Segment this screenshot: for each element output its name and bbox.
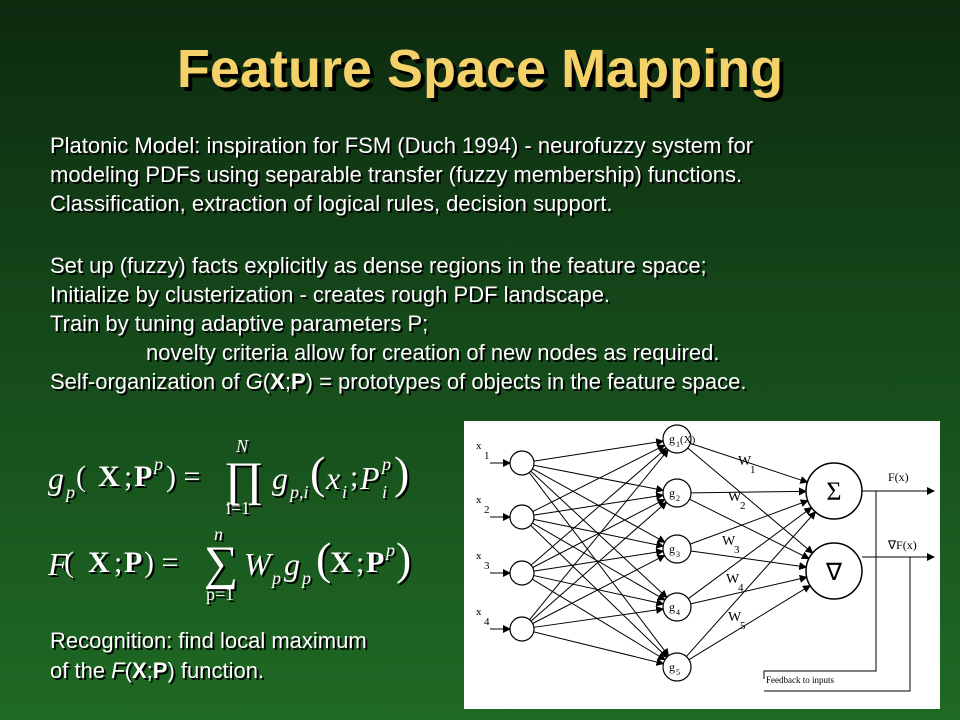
weight-label-5: W <box>728 610 742 625</box>
method-line-2: Initialize by clusterization - creates r… <box>50 282 611 307</box>
input-index-4: 4 <box>484 616 490 628</box>
input-index-1: 1 <box>484 450 490 462</box>
edge-input-2-hidden-5 <box>530 524 668 658</box>
output-label-2: ∇F(x) <box>887 538 917 552</box>
gradient-node <box>805 542 863 600</box>
hidden-index-1: 1 <box>676 440 680 449</box>
weight-index-3: 3 <box>734 544 740 556</box>
edge-input-4-hidden-1 <box>529 449 669 621</box>
recognition-line-2: of the F(X;P) function. <box>50 658 265 683</box>
edge-input-4-hidden-5 <box>533 631 665 666</box>
self-organization-line: Self-organization of G(X;P) = prototypes… <box>50 369 747 394</box>
feedback-line-1 <box>763 491 877 679</box>
feedback-label: Feedback to inputs <box>766 675 834 685</box>
edge-hidden-5-output-1 <box>685 511 817 657</box>
edge-input-4-hidden-3 <box>532 554 666 624</box>
edge-hidden-3-output-2 <box>690 550 808 571</box>
edge-input-1-hidden-5 <box>528 472 670 657</box>
hidden-index-4: 4 <box>676 608 680 617</box>
edge-hidden-2-output-1 <box>690 487 808 496</box>
hidden-node-2 <box>662 478 692 508</box>
sum-node-symbol: Σ <box>826 477 841 506</box>
input-node-3 <box>509 560 535 586</box>
edge-input-3-hidden-1 <box>530 447 668 566</box>
edge-input-1-hidden-1 <box>533 438 665 462</box>
input-index-2: 2 <box>484 504 490 516</box>
hidden-index-5: 5 <box>676 668 680 677</box>
hidden-index-2: 2 <box>676 494 680 503</box>
sum-symbol: ∑ <box>204 537 239 590</box>
weight-index-2: 2 <box>740 500 746 512</box>
hidden-node-5 <box>662 652 692 682</box>
intro-line-2: modeling PDFs using separable transfer (… <box>50 162 743 187</box>
method-paragraph: Set up (fuzzy) facts explicitly as dense… <box>50 251 930 396</box>
edge-hidden-1-output-2 <box>687 447 814 554</box>
input-label-3: x <box>476 550 482 562</box>
formula-gp: g p ( X ; P p ) = N ∏ i=1 g p,i ( x i ; … <box>48 436 410 518</box>
weight-label-3: W <box>722 534 736 549</box>
hidden-extra-1: (X) <box>680 434 696 446</box>
edge-hidden-3-output-1 <box>689 499 809 545</box>
input-index-3: 3 <box>484 560 490 572</box>
edge-input-2-hidden-3 <box>533 518 665 549</box>
edge-input-3-hidden-2 <box>532 498 666 568</box>
edge-input-2-hidden-1 <box>532 444 666 513</box>
weight-label-4: W <box>726 572 740 587</box>
formula-F: F ( X ; P ) = n ∑ p=1 W p g p ( X ; P p … <box>48 524 412 604</box>
hidden-node-4 <box>662 592 692 622</box>
edge-input-1-hidden-2 <box>533 464 665 493</box>
hidden-node-3 <box>662 534 692 564</box>
hidden-index-3: 3 <box>676 550 680 559</box>
method-line-4: novelty criteria allow for creation of n… <box>146 340 720 365</box>
weight-index-4: 4 <box>738 582 744 594</box>
input-node-4 <box>509 616 535 642</box>
edge-input-4-hidden-4 <box>533 605 665 628</box>
intro-line-3: Classification, extraction of logical ru… <box>50 191 613 216</box>
weight-index-1: 1 <box>750 464 756 476</box>
feedback-line-2 <box>764 557 911 692</box>
hidden-node-1 <box>662 424 692 454</box>
edge-hidden-4-output-2 <box>690 574 808 605</box>
intro-paragraph: Platonic Model: inspiration for FSM (Duc… <box>50 131 930 218</box>
gradient-node-symbol: ∇ <box>825 560 843 586</box>
edge-hidden-1-output-1 <box>690 442 809 484</box>
recognition-text: Recognition: find local maximum of the F… <box>50 626 470 686</box>
output-label-1: F(x) <box>888 470 909 484</box>
method-line-1: Set up (fuzzy) facts explicitly as dense… <box>50 253 707 278</box>
weight-label-2: W <box>728 490 742 505</box>
hidden-label-5: g <box>669 660 675 674</box>
intro-line-1: Platonic Model: inspiration for FSM (Duc… <box>50 133 754 158</box>
slide-title: Feature Space Mapping <box>176 39 784 99</box>
edge-hidden-4-output-1 <box>687 507 813 600</box>
weight-label-1: W <box>738 454 752 469</box>
hidden-label-4: g <box>669 600 675 614</box>
hidden-label-3: g <box>669 542 675 556</box>
input-label-1: x <box>476 440 482 452</box>
edge-input-3-hidden-3 <box>533 548 665 572</box>
hidden-label-2: g <box>669 486 675 500</box>
edge-input-2-hidden-2 <box>533 492 665 516</box>
weight-index-5: 5 <box>740 620 746 632</box>
edge-input-3-hidden-5 <box>532 578 666 661</box>
edge-hidden-2-output-2 <box>689 498 810 560</box>
edge-hidden-5-output-2 <box>688 585 811 661</box>
edge-input-4-hidden-2 <box>530 501 668 622</box>
input-node-1 <box>509 450 535 476</box>
input-node-2 <box>509 504 535 530</box>
recognition-line-1: Recognition: find local maximum <box>50 628 367 653</box>
method-line-3: Train by tuning adaptive parameters P; <box>50 311 429 336</box>
input-label-4: x <box>476 606 482 618</box>
product-symbol: ∏ <box>224 453 264 506</box>
input-label-2: x <box>476 494 482 506</box>
hidden-label-1: g <box>669 432 675 446</box>
